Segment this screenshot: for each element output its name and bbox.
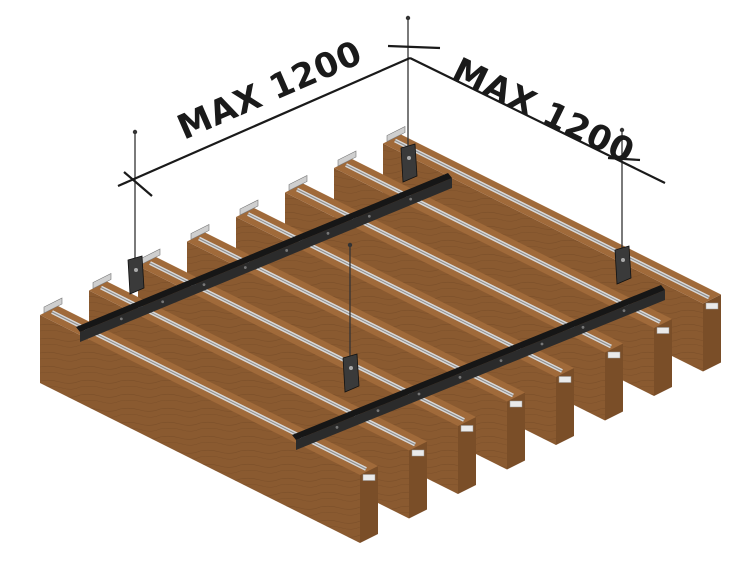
- carrier-hole: [409, 197, 413, 201]
- carrier-hole: [202, 283, 206, 287]
- carrier-hole: [376, 409, 380, 413]
- baffle-end-notch: [460, 425, 474, 432]
- carrier-rail: [292, 285, 665, 450]
- hanger-bracket: [400, 143, 418, 183]
- hanger-bolt: [407, 156, 411, 160]
- dimension-tick-center: [387, 44, 441, 50]
- carrier-hole: [458, 375, 462, 379]
- baffle-end-face: [409, 441, 427, 519]
- carrier-hole: [119, 317, 123, 321]
- baffle-end-notch: [411, 449, 425, 457]
- baffle-clip: [43, 297, 63, 314]
- dimension-line-right: [409, 57, 666, 184]
- carrier-rail: [76, 173, 452, 342]
- hanger-bracket: [342, 353, 360, 393]
- hanger-wire: [127, 129, 145, 295]
- baffle-end-notch: [607, 351, 621, 359]
- baffle-end-notch: [705, 302, 719, 310]
- carrier-hole: [622, 309, 626, 313]
- carrier-hole: [243, 266, 247, 269]
- hanger-wire: [614, 127, 632, 285]
- carrier-hole: [367, 214, 371, 218]
- hanger-bolt: [134, 268, 138, 272]
- carrier-hole: [417, 392, 421, 396]
- hanger-bracket: [614, 245, 632, 285]
- baffle-end-notch: [656, 327, 670, 334]
- baffle-end-notch: [509, 400, 523, 408]
- dimension-label-left: MAX 1200: [172, 33, 368, 148]
- carrier-rail-face: [296, 290, 665, 450]
- baffle-end-face: [507, 392, 525, 470]
- baffle: [40, 297, 378, 543]
- baffle-clip: [190, 224, 210, 240]
- carrier-rail-face: [80, 178, 452, 342]
- hanger-anchor: [132, 129, 138, 135]
- carrier-hole: [335, 425, 339, 429]
- baffle-end-face: [703, 294, 721, 372]
- dimension-tick-right: [607, 156, 641, 162]
- carrier-hole: [285, 249, 289, 252]
- baffle-slot-edge: [345, 164, 661, 323]
- baffle-clip: [239, 199, 259, 216]
- carrier-hole: [581, 325, 585, 329]
- baffle-end-face: [654, 319, 672, 396]
- baffle-end-notch: [362, 474, 376, 481]
- baffle-end-notch: [558, 376, 572, 383]
- hanger-wire: [342, 242, 360, 393]
- hanger-bracket: [127, 255, 145, 295]
- wood-baffles: [40, 126, 721, 543]
- carrier-rails: [76, 173, 665, 450]
- baffle-clip: [386, 126, 406, 142]
- hanger-wires: [127, 15, 632, 393]
- baffle-slot-edge: [51, 311, 367, 470]
- carrier-hole: [326, 231, 330, 235]
- hanger-anchor: [619, 127, 625, 133]
- carrier-hole: [499, 359, 503, 363]
- baffle-clip: [288, 175, 308, 191]
- baffle-end-face: [605, 343, 623, 421]
- hanger-anchor: [347, 242, 353, 248]
- carrier-rail-top: [76, 173, 452, 332]
- carrier-hole: [161, 300, 165, 304]
- carrier-hole: [540, 342, 544, 346]
- baffle-end-face: [556, 368, 574, 445]
- baffle-grain: [40, 315, 360, 543]
- dimension-tick-left: [123, 171, 153, 197]
- baffle-slot-edge: [394, 140, 710, 298]
- dimension-line-left: [117, 56, 411, 188]
- baffle-clip: [337, 150, 357, 167]
- hanger-wire: [400, 15, 418, 183]
- baffle-end-face: [458, 417, 476, 494]
- dimension-lines: [117, 44, 666, 197]
- baffle-end-face: [360, 466, 378, 543]
- hanger-anchor: [405, 15, 411, 21]
- dimension-label-right: MAX 1200: [446, 50, 640, 172]
- hanger-bolt: [349, 366, 353, 370]
- baffle-clip: [92, 273, 112, 289]
- hanger-bolt: [621, 258, 625, 262]
- carrier-rail-top: [292, 285, 665, 440]
